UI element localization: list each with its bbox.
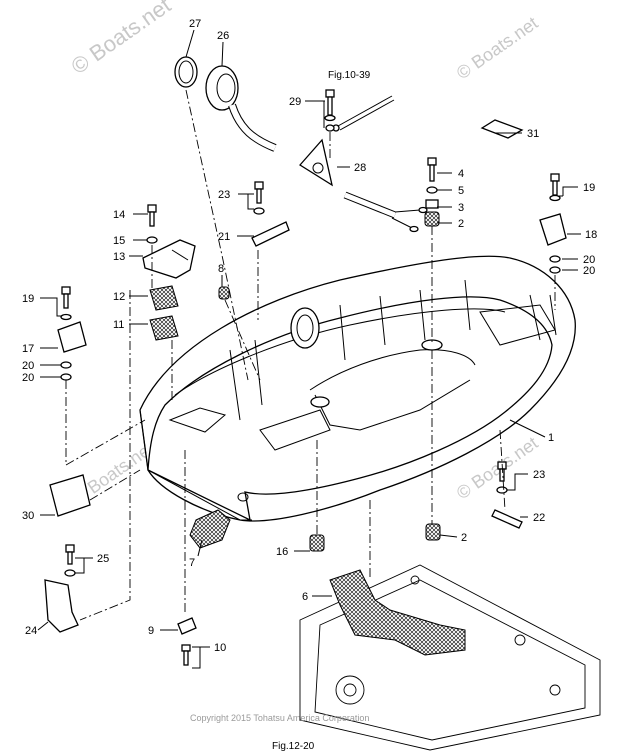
callout-24: 24 [25,625,37,637]
lower-cowl [139,255,576,522]
callout-4: 4 [458,168,464,180]
callout-25: 25 [97,553,109,565]
part-31-label [480,119,524,139]
callout-14: 14 [113,209,125,221]
callout-20: 20 [583,254,595,266]
callout-9: 9 [148,625,154,637]
phantom-lines [65,89,556,621]
part-26-grommet [205,65,277,152]
callout-21: 21 [218,231,230,243]
callout-3: 3 [458,202,464,214]
callout-23: 23 [533,469,545,481]
part-27-ring [174,56,198,88]
callout-17: 17 [22,343,34,355]
callout-20: 20 [583,265,595,277]
callout-11: 11 [113,319,124,331]
callout-18: 18 [585,229,597,241]
callout-28: 28 [354,162,366,174]
callout-12: 12 [113,291,125,303]
callout-26: 26 [217,30,229,42]
callout-31: 31 [527,128,539,140]
callout-2: 2 [458,218,464,230]
callout-6: 6 [302,591,308,603]
callout-30: 30 [22,510,34,522]
watermark: © Boats.net [453,13,542,83]
callout-7: 7 [189,557,195,569]
callout-23: 23 [218,189,230,201]
callout-numbers: 27 26 29 31 28 4 5 3 2 19 18 20 20 23 21… [22,18,597,654]
callout-5: 5 [458,185,464,197]
callout-29: 29 [289,96,301,108]
callout-19: 19 [583,182,595,194]
part-28-harness [299,138,428,233]
leader-lines [37,29,581,669]
callout-19: 19 [22,293,34,305]
mounting-plate [299,564,601,751]
callout-8: 8 [218,263,224,275]
callout-22: 22 [533,512,545,524]
watermark: © Boats.net [67,0,176,79]
fig-10-39-reference: Fig.10-39 [328,70,371,81]
copyright-notice: Copyright 2015 Tohatsu America Corporati… [190,713,369,723]
callout-1: 1 [548,432,554,444]
callout-15: 15 [113,235,125,247]
callout-20: 20 [22,372,34,384]
bolts [44,89,567,666]
callout-2: 2 [461,532,467,544]
callout-10: 10 [214,642,226,654]
fig-10-39-cable [332,95,395,132]
callout-27: 27 [189,18,201,30]
fig-12-20-reference: Fig.12-20 [272,741,315,752]
callout-20: 20 [22,360,34,372]
callout-16: 16 [276,546,288,558]
callout-13: 13 [113,251,125,263]
